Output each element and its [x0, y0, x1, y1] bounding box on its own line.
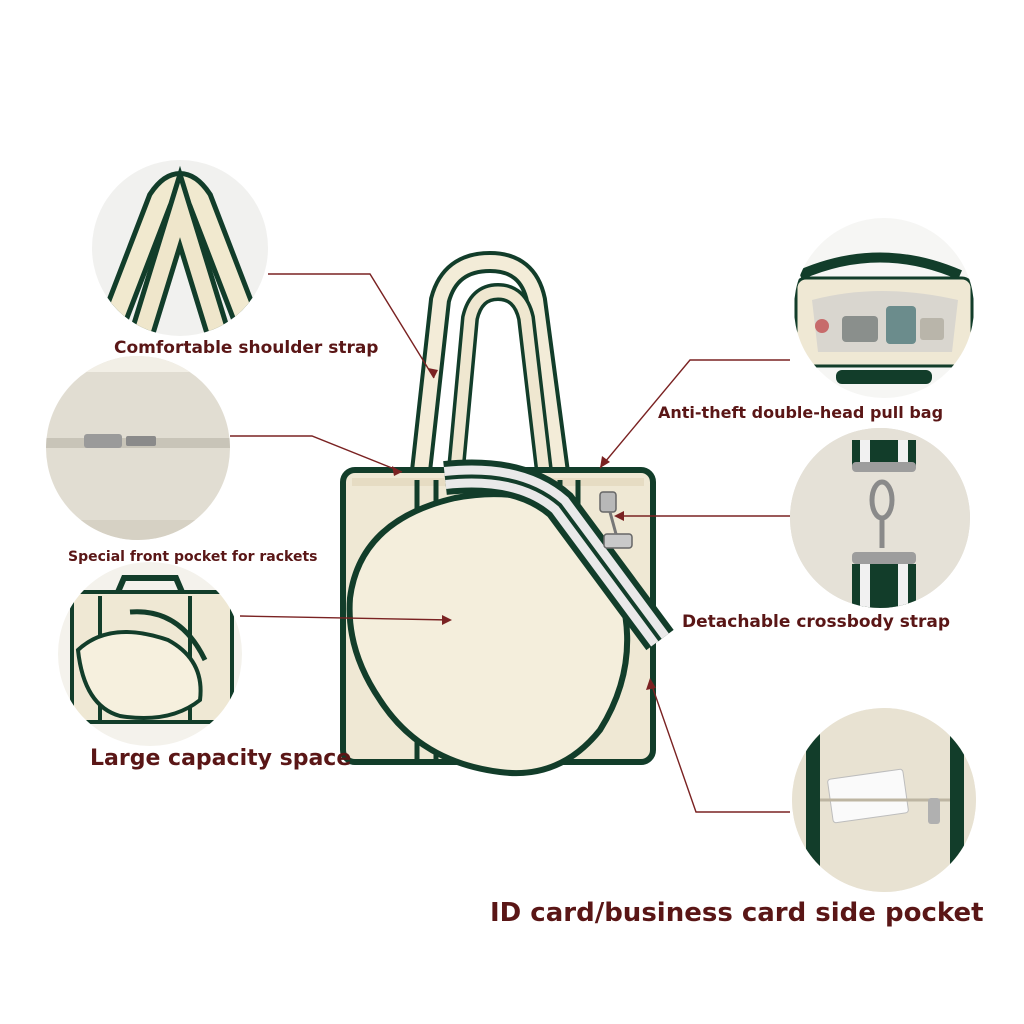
main-bag-image: [340, 250, 674, 776]
leader-arrows: [392, 368, 656, 690]
large-capacity-detail-image: [58, 562, 242, 746]
label-detachable-crossbody: Detachable crossbody strap: [682, 612, 950, 632]
label-comfortable-shoulder-strap: Comfortable shoulder strap: [114, 338, 379, 358]
id-card-pocket-detail-image: [792, 708, 976, 892]
label-special-front-pocket: Special front pocket for rackets: [68, 549, 318, 565]
label-id-card-pocket: ID card/business card side pocket: [490, 898, 984, 928]
shoulder-strap-detail-image: [92, 160, 268, 336]
anti-theft-detail-image: [794, 218, 974, 398]
front-pocket-detail-image: [46, 356, 230, 540]
label-anti-theft: Anti-theft double-head pull bag: [658, 403, 944, 422]
leader-lines: [230, 273, 790, 813]
crossbody-strap-detail-image: [790, 428, 970, 608]
label-large-capacity: Large capacity space: [90, 746, 352, 771]
